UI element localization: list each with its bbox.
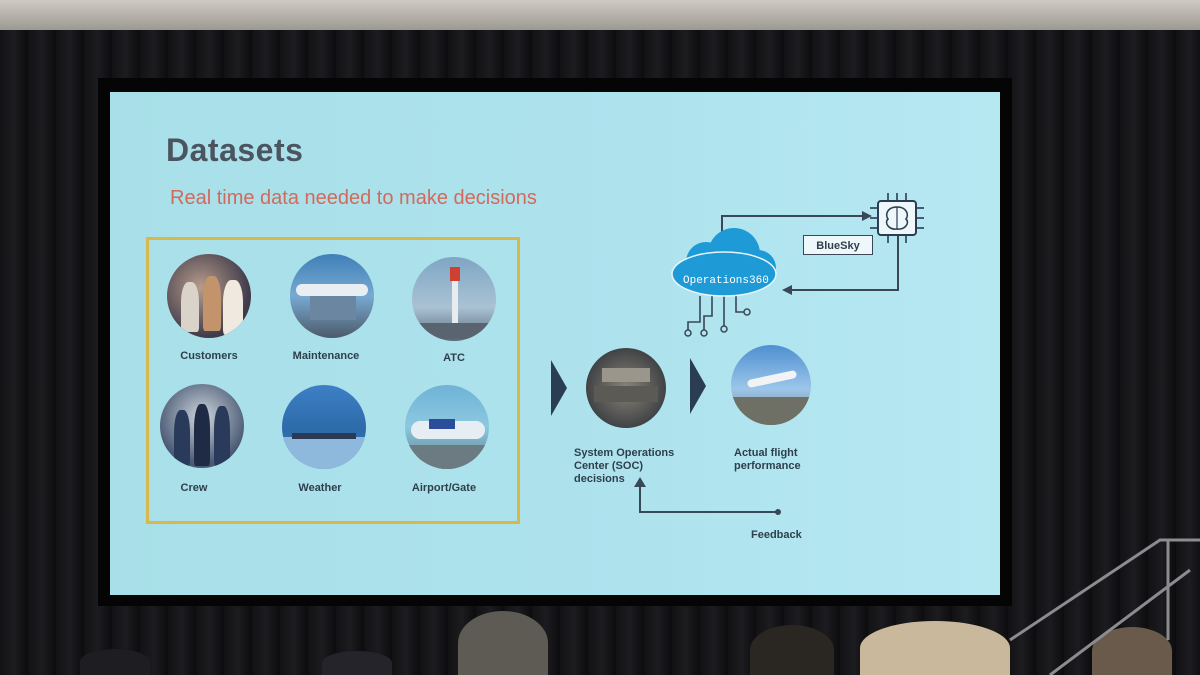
audience-head xyxy=(750,625,834,675)
crew-label: Crew xyxy=(180,482,208,494)
airport-gate-label: Airport/Gate xyxy=(411,482,477,494)
atc-label: ATC xyxy=(443,352,465,364)
feedback-line xyxy=(639,485,778,513)
soc-photo xyxy=(586,348,666,428)
feedback-node xyxy=(775,509,781,515)
weather-label: Weather xyxy=(298,482,342,494)
cloud-to-chip-arrowhead xyxy=(862,211,872,221)
audience-head xyxy=(860,621,1010,675)
circuit-node xyxy=(743,308,751,316)
cloud-label: Operations360 xyxy=(683,275,769,287)
slide-title: Datasets xyxy=(166,132,304,168)
slide-subtitle: Real time data needed to make decisions xyxy=(170,187,537,209)
soc-label: System Operations Center (SOC) decisions xyxy=(574,447,675,485)
airport-gate-photo xyxy=(405,385,489,469)
crew-photo xyxy=(160,384,244,468)
circuit-trace xyxy=(687,296,701,330)
customers-photo xyxy=(167,254,251,338)
circuit-node xyxy=(684,329,692,337)
flight-performance-photo xyxy=(731,345,811,425)
customers-label: Customers xyxy=(180,350,238,362)
audience-head xyxy=(322,651,392,675)
feedback-arrowhead xyxy=(634,477,646,487)
datasets-box xyxy=(146,237,520,524)
maintenance-label: Maintenance xyxy=(292,350,360,362)
cloud-icon xyxy=(671,228,777,297)
ceiling xyxy=(0,0,1200,30)
flight-performance-label: Actual flight performance xyxy=(734,447,801,472)
triangle-arrow-icon xyxy=(690,358,706,414)
circuit-node xyxy=(700,329,708,337)
chip-to-cloud-line xyxy=(790,236,899,291)
projected-slide xyxy=(110,92,1000,595)
chip-to-cloud-arrowhead xyxy=(782,285,792,295)
circuit-trace xyxy=(703,296,713,330)
triangle-arrow-icon xyxy=(551,360,567,416)
bluesky-label: BlueSky xyxy=(803,235,873,255)
circuit-trace xyxy=(735,296,744,313)
weather-photo xyxy=(282,385,366,469)
maintenance-photo xyxy=(290,254,374,338)
audience-head xyxy=(80,649,150,675)
circuit-node xyxy=(720,325,728,333)
atc-photo xyxy=(412,257,496,341)
ai-brain-chip-icon xyxy=(870,193,924,243)
audience-head xyxy=(458,611,548,675)
feedback-label: Feedback xyxy=(751,529,802,541)
